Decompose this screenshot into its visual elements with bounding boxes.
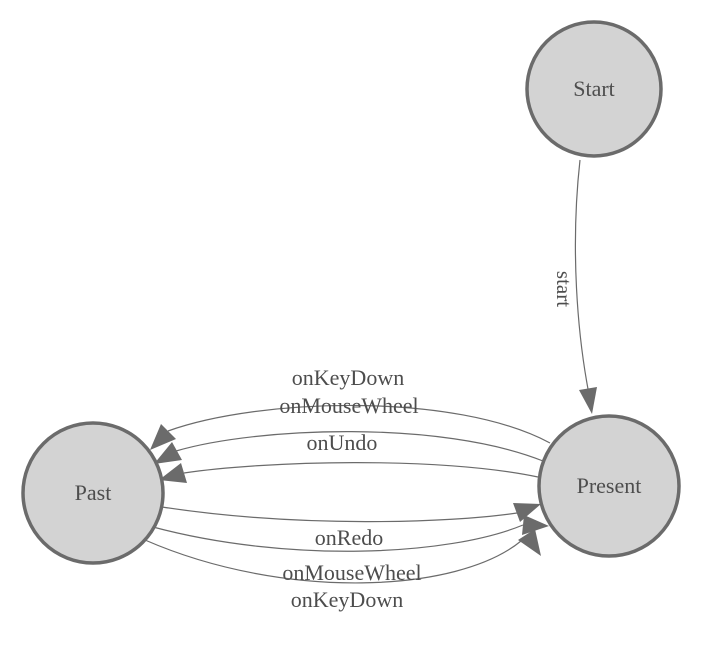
arrowhead-past-to-present-onkeydown <box>518 529 541 556</box>
edge-label-start: start <box>552 271 576 307</box>
node-start-circle <box>525 20 663 158</box>
node-past: Past <box>21 421 165 565</box>
node-present-circle <box>537 414 681 558</box>
edge-label-onmousewheel-bottom: onMouseWheel <box>282 560 421 585</box>
arrowhead-present-to-past-onmousewheel <box>154 442 182 464</box>
edge-start-to-present <box>574 159 589 390</box>
node-past-circle <box>21 421 165 565</box>
arrowhead-present-to-past-onkeydown <box>150 424 176 450</box>
arrowhead-past-to-present-onmousewheel <box>522 515 549 535</box>
arrowhead-start-to-present <box>579 387 597 414</box>
node-start: Start <box>525 20 663 158</box>
edge-label-onmousewheel-top: onMouseWheel <box>279 393 418 418</box>
node-present: Present <box>537 414 681 558</box>
edge-label-onkeydown-top: onKeyDown <box>292 365 404 390</box>
edge-label-onkeydown-bottom: onKeyDown <box>291 587 403 612</box>
node-start-label: Start <box>573 76 615 101</box>
edge-present-to-past-onundo <box>183 462 539 478</box>
edge-label-onundo: onUndo <box>307 430 378 455</box>
arrowhead-present-to-past-onundo <box>159 463 187 483</box>
node-past-label: Past <box>75 480 112 505</box>
edge-past-to-present-onmousewheel <box>152 524 524 552</box>
edge-present-to-past-onkeydown <box>167 404 551 444</box>
edge-present-to-past-onmousewheel <box>175 431 544 462</box>
edge-label-onredo: onRedo <box>315 525 383 550</box>
node-present-label: Present <box>577 473 642 498</box>
edge-past-to-present-onkeydown <box>144 539 522 584</box>
arrowhead-past-to-present-onredo <box>513 503 541 522</box>
edge-past-to-present-onredo <box>161 506 518 523</box>
